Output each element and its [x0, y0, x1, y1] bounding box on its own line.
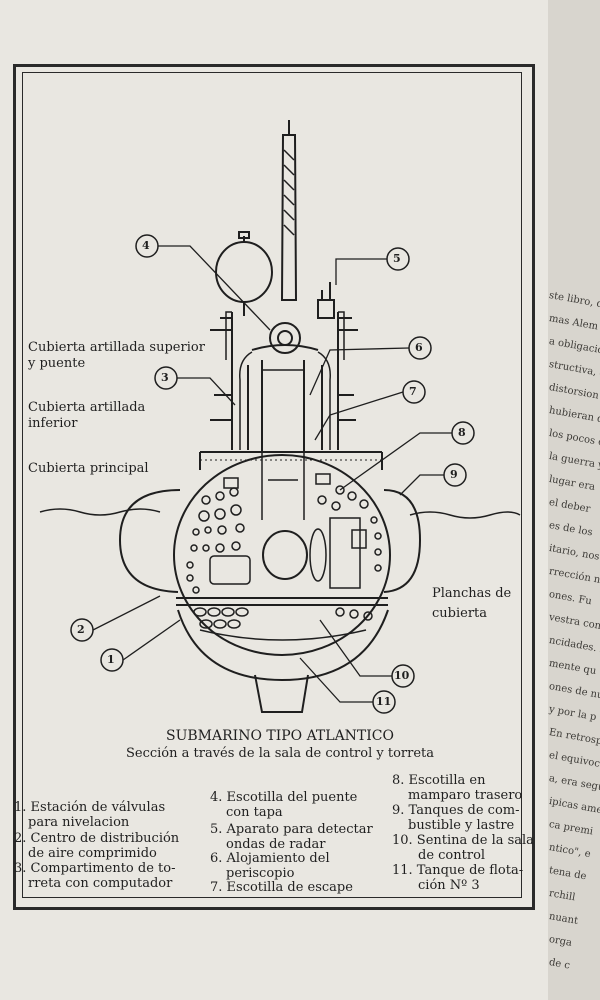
radar-detector [317, 282, 335, 319]
escape-hatch [262, 530, 308, 580]
callout-5: 5 [393, 252, 401, 265]
legend-item-1: 1. Estación de válvulas para nivelacion [14, 800, 166, 830]
diagram-title: SUBMARINO TIPO ATLANTICO [166, 728, 394, 744]
legend-item-11: 11. Tanque de flota- ción Nº 3 [392, 863, 524, 893]
periscope-housing [247, 344, 323, 452]
outer-hull-bottom [177, 609, 389, 682]
legend-item-9: 9. Tanques de com- bustible y lastre [392, 803, 520, 833]
diagram-frame-inner [22, 72, 522, 898]
sea-line-right [409, 511, 521, 519]
callout-9: 9 [450, 468, 458, 481]
callout-3: 3 [161, 371, 169, 384]
conning-tower [210, 312, 358, 450]
diagram-frame-outer [13, 64, 535, 910]
callout-7: 7 [409, 385, 417, 398]
mast [280, 120, 298, 301]
instrument-panel-right [315, 473, 382, 589]
callout-10: 10 [394, 669, 410, 682]
radar-loop [215, 241, 273, 303]
label-main-deck: Cubierta principal [28, 461, 149, 476]
callout-6: 6 [415, 341, 423, 354]
callout-8: 8 [458, 426, 466, 439]
book-page [0, 0, 556, 1000]
label-upper-deck: Cubierta artillada superior y puente [28, 340, 205, 371]
legend-item-3: 3. Compartimento de to- rreta con comput… [14, 861, 176, 891]
saddle-tank-left [118, 489, 181, 593]
control-room-floor [176, 597, 388, 606]
callout-4: 4 [142, 239, 150, 252]
valve-station [193, 607, 373, 629]
mast-spiral [283, 149, 295, 236]
bridge-hatch [269, 322, 301, 354]
leader-lines [92, 245, 452, 703]
instrument-panel-left [186, 477, 251, 594]
legend-item-8: 8. Escotilla en mamparo trasero [392, 773, 523, 803]
bilge-line [199, 629, 367, 641]
diagram-subtitle: Sección a través de la sala de control y… [125, 746, 435, 761]
pressure-hull [173, 454, 391, 656]
legend-item-4: 4. Escotilla del puente con tapa [210, 790, 358, 820]
callout-11: 11 [376, 695, 392, 708]
label-plates: Planchas de cubierta [432, 586, 512, 621]
main-deck [199, 451, 383, 470]
sea-line [39, 508, 161, 516]
legend-item-7: 7. Escotilla de escape [210, 880, 353, 895]
legend-item-5: 5. Aparato para detectar ondas de radar [210, 822, 373, 852]
legend-item-2: 2. Centro de distribución de aire compri… [14, 831, 180, 861]
callout-1: 1 [107, 653, 115, 666]
legend-item-10: 10. Sentina de la sala de control [392, 833, 534, 863]
label-lower-deck: Cubierta artillada inferior [28, 400, 146, 431]
legend-item-6: 6. Alojamiento del periscopio [210, 851, 330, 881]
saddle-tank-right [383, 489, 422, 593]
submarine-cross-section-diagram [39, 120, 521, 714]
keel [254, 674, 309, 713]
callout-2: 2 [77, 623, 85, 636]
